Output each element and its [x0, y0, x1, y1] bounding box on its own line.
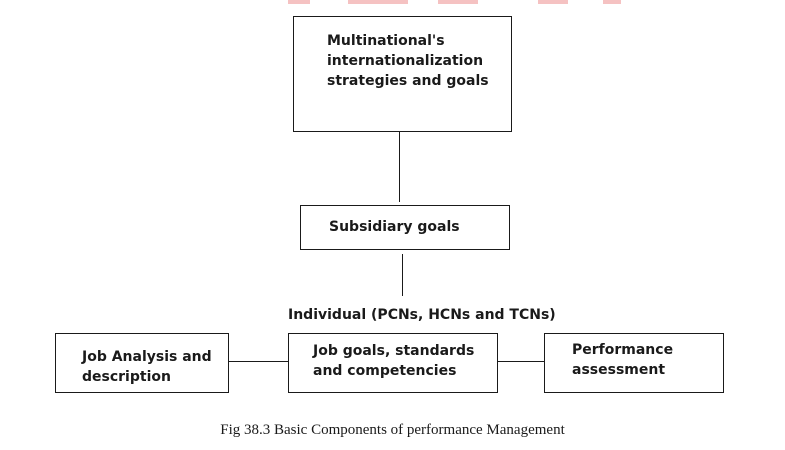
multinational-goals-line-3: strategies and goals — [327, 73, 489, 89]
multinational-goals-line-1: Multinational's — [327, 33, 445, 49]
job-goals-line-1: Job goals, standards — [313, 343, 475, 359]
connector-multinational-subsidiary — [399, 132, 400, 202]
performance-line-2: assessment — [572, 362, 666, 378]
figure-caption: Fig 38.3 Basic Components of performance… — [220, 422, 565, 438]
connector-subsidiary-individual — [402, 254, 403, 296]
job-analysis-line-2: description — [82, 369, 171, 385]
job-goals-box — [288, 333, 498, 393]
connector-jobgoals-performance — [498, 361, 544, 362]
connector-jobanalysis-jobgoals — [229, 361, 288, 362]
performance-assessment-box — [544, 333, 724, 393]
cropped-header-artifact — [288, 0, 628, 5]
individual-label: Individual (PCNs, HCNs and TCNs) — [288, 307, 556, 323]
performance-line-1: Performance — [572, 342, 674, 358]
subsidiary-goals-box — [300, 205, 510, 250]
job-analysis-line-1: Job Analysis and — [82, 349, 212, 365]
job-analysis-box — [55, 333, 229, 393]
multinational-goals-box — [293, 16, 512, 132]
subsidiary-goals-label: Subsidiary goals — [329, 219, 460, 235]
multinational-goals-line-2: internationalization — [327, 53, 484, 69]
job-goals-line-2: and competencies — [313, 363, 457, 379]
